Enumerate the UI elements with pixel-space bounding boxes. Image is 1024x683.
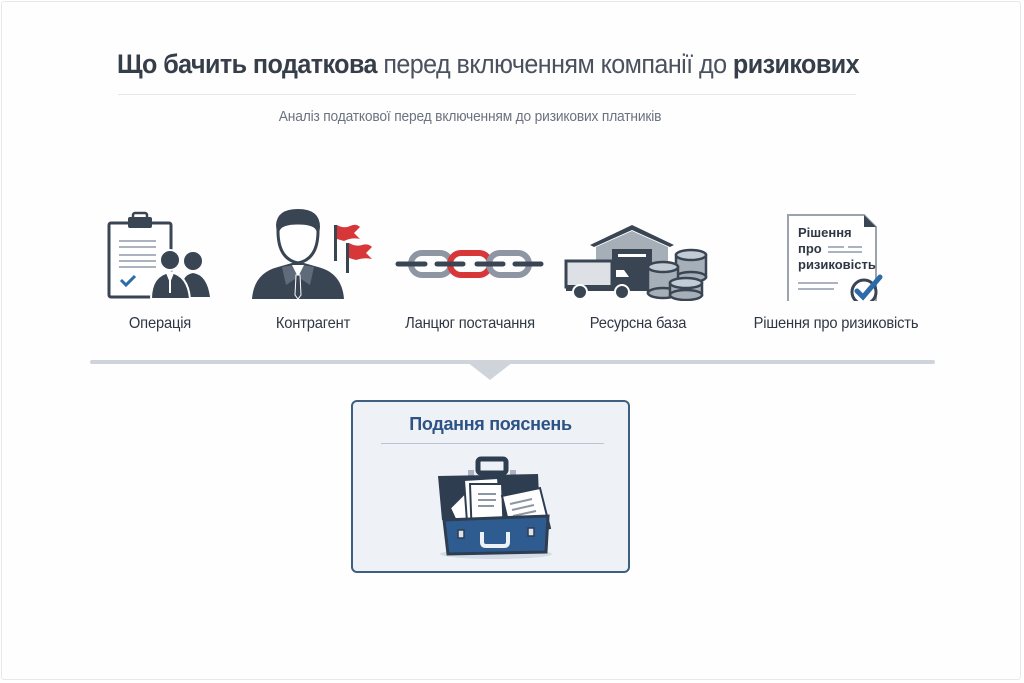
doc-line-2: про (798, 241, 822, 256)
warehouse-truck-coins-icon (564, 225, 708, 301)
title-part-3: ризикових (732, 49, 860, 79)
chain-icon (395, 250, 544, 278)
step-label: Рішення про ризиковість (753, 315, 919, 332)
briefcase-documents-icon (438, 456, 552, 559)
result-card-title: Подання пояснень (409, 414, 572, 434)
step-supply-chain: Ланцюг постачання (395, 205, 545, 332)
step-label: Ресурсна база (589, 315, 687, 332)
step-label: Ланцюг постачання (405, 315, 535, 332)
step-operation: Операція (104, 205, 216, 332)
down-arrow-icon (467, 362, 513, 380)
result-card-divider (381, 443, 604, 444)
title-divider (118, 94, 856, 95)
step-risk-decision: Рішення про ризиковість Рішення про ризи… (754, 205, 919, 332)
doc-line-3: ризиковість (798, 257, 876, 272)
step-label: Контрагент (275, 315, 351, 332)
step-counterparty: Контрагент (248, 205, 378, 332)
page-subtitle: Аналіз податкової перед включенням до ри… (278, 108, 662, 125)
doc-line-1: Рішення (798, 225, 852, 240)
title-part-2: перед включенням компанії до (376, 49, 733, 79)
title-part-1: Що бачить податкова (117, 49, 377, 79)
clipboard-people-icon (107, 211, 210, 300)
decision-document-check-icon: Рішення про ризиковість (787, 214, 883, 301)
result-card: Подання пояснень (351, 400, 630, 573)
step-label: Операція (128, 315, 192, 332)
step-resource-base: Ресурсна база (564, 205, 712, 332)
page-title: Що бачить податкова перед включенням ком… (117, 44, 860, 84)
businessman-flags-icon (252, 209, 372, 300)
